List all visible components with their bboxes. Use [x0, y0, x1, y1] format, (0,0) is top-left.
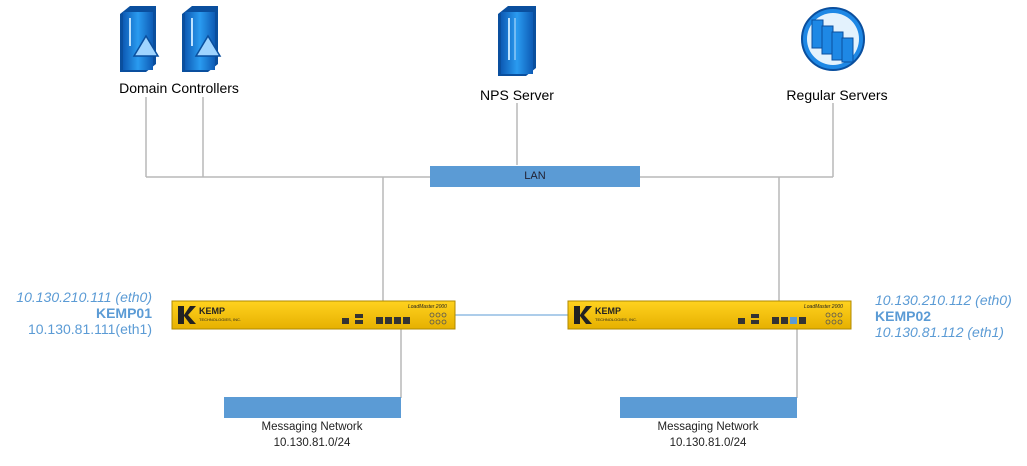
nps-server-icon: [498, 6, 536, 76]
kemp02-eth0-ip: 10.130.210.112 (eth0): [875, 292, 1012, 308]
kemp01-brand: KEMP: [199, 306, 225, 316]
kemp01-hostname: KEMP01: [95, 305, 152, 321]
domain-controller-icon: [120, 6, 160, 72]
messaging-network-bar-left: [224, 397, 401, 418]
messaging-network-left-label: Messaging Network: [261, 421, 363, 433]
lan-label: LAN: [524, 170, 546, 182]
kemp02-eth1-ip: 10.130.81.112 (eth1): [875, 324, 1004, 340]
kemp02-brand: KEMP: [595, 306, 621, 316]
connection-lines: [145, 97, 834, 398]
messaging-network-right-subnet: 10.130.81.0/24: [669, 437, 747, 449]
domain-controllers-label: Domain Controllers: [119, 80, 239, 96]
kemp01-appliance: KEMP TECHNOLOGIES, INC. LoadMaster 2000: [171, 300, 456, 330]
kemp02-appliance: KEMP TECHNOLOGIES, INC. LoadMaster 2000: [567, 300, 852, 330]
kemp01-eth0-ip: 10.130.210.111 (eth0): [16, 289, 152, 305]
nps-server-label: NPS Server: [480, 87, 554, 103]
messaging-network-right-label: Messaging Network: [657, 421, 759, 433]
kemp01-model: LoadMaster 2000: [408, 304, 447, 310]
kemp01-eth1-ip: 10.130.81.111(eth1): [27, 321, 152, 337]
regular-servers-icon: [801, 7, 865, 71]
kemp01-brand-sub: TECHNOLOGIES, INC.: [199, 317, 241, 322]
lan-bar: [430, 166, 640, 187]
domain-controller-icon: [182, 6, 222, 72]
kemp02-model: LoadMaster 2000: [804, 304, 843, 310]
messaging-network-left-subnet: 10.130.81.0/24: [273, 437, 351, 449]
kemp02-hostname: KEMP02: [875, 308, 932, 324]
kemp02-brand-sub: TECHNOLOGIES, INC.: [595, 317, 637, 322]
messaging-network-bar-right: [620, 397, 797, 418]
regular-servers-label: Regular Servers: [786, 87, 888, 103]
